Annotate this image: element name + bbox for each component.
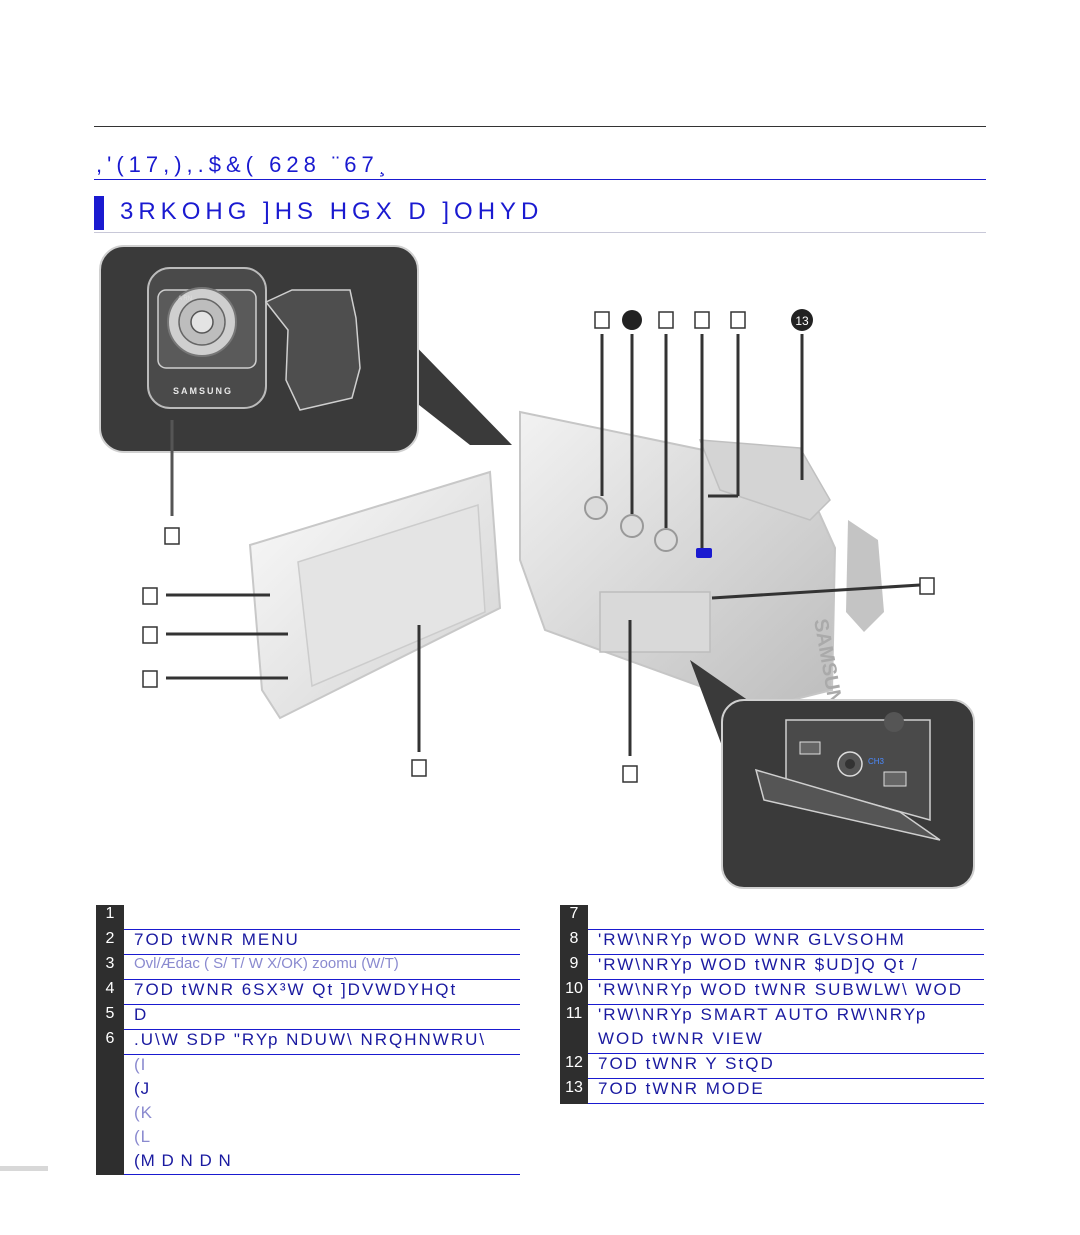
legend-num xyxy=(96,1054,124,1079)
legend-num: 5 xyxy=(96,1004,124,1030)
legend-text xyxy=(124,905,520,930)
legend-text: D xyxy=(124,1004,520,1030)
legend-num xyxy=(96,1078,124,1103)
legend-subrow: (I xyxy=(96,1054,520,1079)
legend-row: 10'RW\NRYp WOD tWNR SUBWLW\ WOD xyxy=(560,979,984,1005)
subsection-title-rule xyxy=(94,232,986,233)
lens-brand: SAMSUNG xyxy=(173,386,233,396)
callout-dot xyxy=(622,310,642,330)
callout-box xyxy=(919,577,935,595)
lens-inset: A RN SAMSUNG xyxy=(99,245,512,516)
legend-row: 11 'RW\NRYp SMART AUTO RW\NRYp xyxy=(560,1004,984,1029)
callout-dot xyxy=(791,309,813,331)
legend-row: 1 xyxy=(96,905,520,930)
legend-num xyxy=(96,1126,124,1151)
lcd-panel xyxy=(248,470,502,720)
callout-box xyxy=(164,527,180,545)
legend-num: 2 xyxy=(96,929,124,955)
legend-num: 10 xyxy=(560,979,588,1005)
legend-text: WOD tWNR VIEW xyxy=(588,1029,984,1054)
callouts: 13 xyxy=(142,309,935,783)
jack-label: CH3 xyxy=(868,757,885,766)
legend-num xyxy=(96,1150,124,1175)
legend-num: 9 xyxy=(560,954,588,980)
legend-text: Ovl/Ædac ( S/ T/ W X/OK) zoomu (W/T) xyxy=(124,954,520,980)
camcorder-body: SAMSUNG xyxy=(519,410,884,722)
legend-num: 11 xyxy=(560,1004,588,1029)
legend-text: (J xyxy=(134,1078,151,1098)
legend-text: 'RW\NRYp SMART AUTO RW\NRYp xyxy=(598,1005,928,1024)
callout-box xyxy=(411,759,427,777)
legend-text: 'RW\NRYp WOD tWNR $UD]Q Qt / xyxy=(588,954,984,980)
page-footer-mark xyxy=(0,1166,48,1171)
legend-num: 8 xyxy=(560,929,588,955)
legend-text xyxy=(588,905,984,930)
jack-inset: CH3 xyxy=(690,660,975,889)
callout-box xyxy=(658,311,674,329)
legend-row: 6.U\W SDP "RYp NDUW\ NRQHNWRU\ xyxy=(96,1029,520,1055)
section-title: ,'(17,),.$&( 628 ¨67¸ xyxy=(96,152,392,177)
legend-row: 7 xyxy=(560,905,984,930)
legend-text: 'RW\NRYp WOD WNR GLVSOHM xyxy=(588,929,984,955)
top-rule xyxy=(94,126,986,127)
camcorder-diagram: A RN SAMSUNG SAMSUNG CH3 xyxy=(99,245,975,889)
callout-box xyxy=(594,311,610,329)
legend-text: 7OD tWNR MENU xyxy=(124,929,520,955)
callout-box xyxy=(142,670,158,688)
legend-subrow: (M D N D N xyxy=(96,1150,520,1175)
legend-num: 1 xyxy=(96,905,124,930)
legend-text: (K xyxy=(134,1102,153,1122)
callout-box xyxy=(694,311,710,329)
legend-row: 8'RW\NRYp WOD WNR GLVSOHM xyxy=(560,929,984,955)
callout-box xyxy=(730,311,746,329)
legend-subrow: (J xyxy=(96,1078,520,1103)
legend-text: 'RW\NRYp WOD tWNR SUBWLW\ WOD xyxy=(588,979,984,1005)
legend-num: 6 xyxy=(96,1029,124,1055)
lens-marks: A RN xyxy=(178,296,192,302)
subsection-title: 3RKOHG ]HS HGX D ]OHYD xyxy=(120,198,544,225)
legend-text: (M D N D N xyxy=(124,1150,520,1175)
legend-text: (L xyxy=(134,1126,152,1146)
callout-box xyxy=(142,587,158,605)
legend-num: 3 xyxy=(96,954,124,980)
legend-row: WOD tWNR VIEW xyxy=(560,1029,984,1054)
legend-text: (I xyxy=(134,1055,147,1074)
callout-box xyxy=(622,765,638,783)
legend-row: 9'RW\NRYp WOD tWNR $UD]Q Qt / xyxy=(560,954,984,980)
legend-num: 7 xyxy=(560,905,588,930)
legend-text: 7OD tWNR 6SX³W Qt ]DVWDYHQt xyxy=(124,979,520,1005)
legend-subrow: (L xyxy=(96,1126,520,1151)
callout-box xyxy=(142,626,158,644)
subsection-marker xyxy=(94,196,104,230)
legend-num: 13 xyxy=(560,1078,588,1104)
leader-lines xyxy=(166,334,921,756)
callout-13: 13 xyxy=(795,314,809,328)
legend-text: .U\W SDP "RYp NDUW\ NRQHNWRU\ xyxy=(124,1029,520,1055)
legend-num xyxy=(560,1029,588,1054)
legend-right: 7 8'RW\NRYp WOD WNR GLVSOHM 9'RW\NRYp WO… xyxy=(560,905,984,1104)
legend-text: 7OD tWNR Y StQD xyxy=(588,1053,984,1079)
legend-num: 4 xyxy=(96,979,124,1005)
legend-subrow: (K xyxy=(96,1102,520,1127)
section-title-rule xyxy=(94,179,986,180)
legend-num: 12 xyxy=(560,1053,588,1079)
legend-num xyxy=(96,1102,124,1127)
legend-text: 7OD tWNR MODE xyxy=(588,1078,984,1104)
